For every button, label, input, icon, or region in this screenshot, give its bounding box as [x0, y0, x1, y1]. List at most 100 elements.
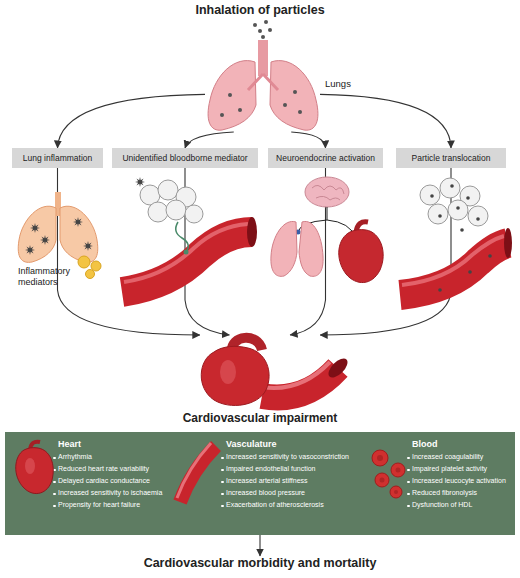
small-lungs — [271, 221, 323, 276]
effect-section: BloodIncreased coagulabilityImpaired pla… — [365, 436, 515, 532]
impairment-band: Cardiovascular impairmentHeartArrhythmia… — [5, 335, 515, 535]
translocation-cells — [476, 217, 480, 221]
pathway-box: Neuroendocrine activation — [268, 148, 383, 168]
box-label: Particle translocation — [412, 153, 491, 163]
effect-item: Exacerbation of atherosclerosis — [226, 501, 324, 508]
small-heart — [339, 230, 383, 283]
bullet-dot — [221, 481, 224, 484]
bullet-dot — [407, 493, 410, 496]
bullet-dot — [53, 505, 56, 508]
inflamed-lungs — [83, 241, 93, 251]
blood-cells-icon — [396, 468, 401, 473]
translocation-cells — [468, 206, 488, 226]
inflamed-lungs — [30, 223, 40, 233]
blood-vessel — [438, 288, 442, 292]
small-lungs — [271, 221, 297, 276]
bullet-dot — [407, 457, 410, 460]
diagram-title: Inhalation of particles — [0, 3, 520, 17]
lungs-illustration — [238, 108, 242, 112]
translocation-cells — [440, 178, 460, 198]
bullet-dot — [407, 469, 410, 472]
blood-vessel — [122, 232, 252, 292]
heart-illustration — [201, 338, 350, 406]
flow-arrow — [259, 535, 260, 556]
translocation-cells — [438, 214, 442, 218]
effect-item: Reduced heart rate variability — [58, 465, 149, 472]
lungs-illustration — [220, 113, 224, 117]
inhaled-particles — [264, 20, 268, 24]
inhaled-particles — [261, 35, 265, 39]
lungs-illustration — [228, 93, 232, 97]
effect-section: VasculatureIncreased sensitivity to vaso… — [168, 436, 365, 532]
flow-arrow — [320, 94, 451, 148]
blood-vessel — [400, 228, 512, 295]
lungs-illustration — [293, 90, 297, 94]
lungs-illustration — [283, 103, 287, 107]
cell-cluster — [184, 250, 189, 255]
cell-cluster — [166, 200, 186, 220]
brain — [312, 185, 344, 200]
bullet-dot — [53, 481, 56, 484]
effect-item: Reduced fibronolysis — [412, 489, 477, 496]
translocation-cells — [466, 196, 470, 200]
effect-section: HeartArrhythmiaReduced heart rate variab… — [10, 436, 168, 532]
outcome-text: Cardiovascular morbidity and mortality — [90, 556, 430, 576]
heart-icon — [30, 442, 40, 450]
pathway-box: Particle translocation — [396, 148, 506, 168]
bullet-dot — [407, 505, 410, 508]
heart-illustration — [262, 362, 330, 388]
lungs-illustration — [298, 110, 302, 114]
blood-vessel — [488, 254, 492, 258]
vessel-icon — [180, 446, 216, 502]
translocation-cells — [448, 200, 468, 220]
bullet-dot — [221, 457, 224, 460]
translocation-cells — [420, 178, 488, 232]
blood-cells-icon — [391, 463, 405, 477]
flow-arrow — [291, 132, 325, 148]
effect-item: Increased coagulability — [412, 453, 483, 460]
lungs-illustration — [270, 61, 318, 131]
inhaled-particles — [258, 29, 262, 33]
translocation-cells — [456, 206, 460, 210]
heart-illustration — [220, 360, 236, 384]
section-heading: Heart — [58, 439, 81, 449]
pathway-box: Lung inflammation — [12, 148, 103, 168]
box-label: Lung inflammation — [23, 153, 92, 163]
effect-item: Dysfunction of HDL — [412, 501, 472, 508]
translocation-cells — [428, 204, 448, 224]
organ-label: Lungs — [325, 78, 351, 89]
small-heart — [339, 222, 383, 283]
bullet-dot — [221, 469, 224, 472]
inhaled-particles — [268, 28, 272, 32]
effect-item: Increased arterial stiffness — [226, 477, 308, 484]
inflammatory-cells — [78, 256, 101, 279]
effect-item: Delayed cardiac conductance — [58, 477, 150, 484]
inflamed-lungs — [40, 235, 50, 245]
brain — [305, 177, 349, 207]
heart-icon — [16, 442, 54, 494]
flow-arrow — [58, 168, 200, 335]
annotation-label: Inflammatory mediators — [18, 266, 84, 288]
blood-vessel — [402, 236, 504, 285]
blood-vessel — [124, 224, 248, 282]
inflamed-lungs — [18, 206, 56, 262]
cell-cluster — [176, 222, 189, 252]
box-label: Unidentified bloodborne mediator — [122, 153, 247, 163]
blood-vessel — [504, 228, 512, 258]
effect-item: Increased blood pressure — [226, 489, 305, 496]
section-heading: Blood — [412, 439, 438, 449]
inflamed-lungs — [60, 206, 98, 262]
translocation-cells — [430, 194, 434, 198]
blood-cells-icon — [372, 450, 405, 498]
effect-item: Increased leucocyte activation — [412, 477, 506, 484]
bullet-dot — [53, 457, 56, 460]
brain — [305, 177, 349, 207]
blood-cells-icon — [380, 478, 385, 483]
effect-item: Impaired endothelial function — [226, 465, 316, 472]
blood-cells-icon — [390, 486, 402, 498]
effect-item: Propensity for heart failure — [58, 501, 140, 508]
lungs-illustration — [208, 61, 256, 131]
blood-cells-icon — [377, 455, 383, 461]
